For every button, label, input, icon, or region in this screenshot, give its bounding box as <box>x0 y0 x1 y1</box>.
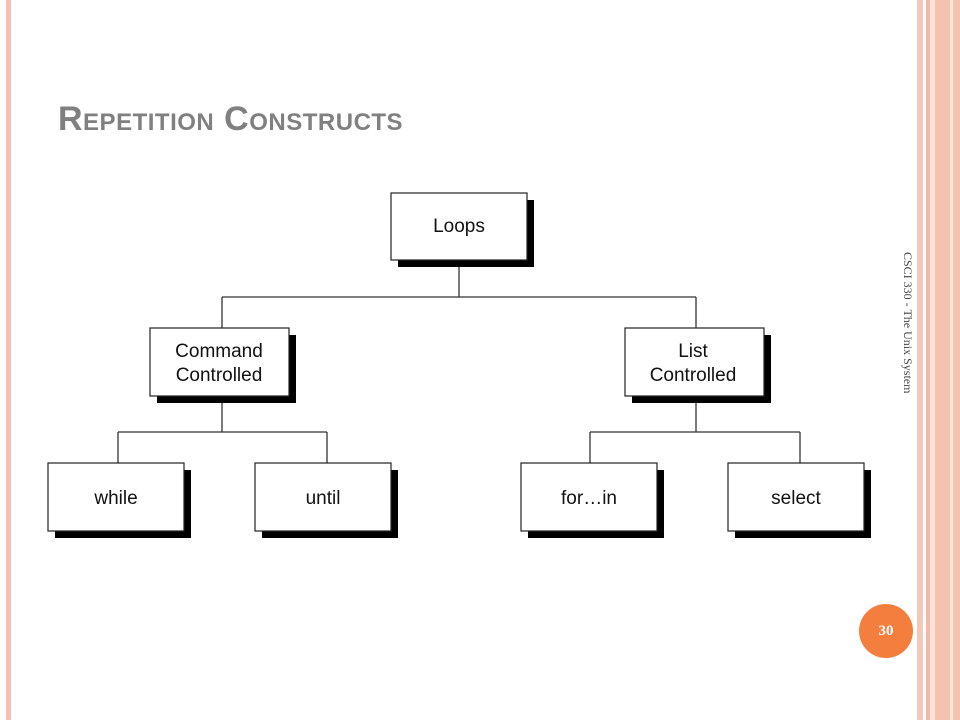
node-select: select <box>727 462 871 538</box>
page-number: 30 <box>878 622 894 639</box>
right-stripe <box>917 0 923 720</box>
slide-title: Repetition Constructs <box>58 100 404 138</box>
course-caption: CSCI 330 - The Unix System <box>901 252 915 394</box>
node-command-controlled: Command Controlled <box>149 327 296 403</box>
connectors <box>117 259 801 464</box>
node-loops-label: Loops <box>433 216 485 237</box>
node-until-label: until <box>306 488 341 509</box>
node-while-label: while <box>93 488 137 509</box>
right-stripe <box>950 0 953 720</box>
node-until: until <box>254 462 398 538</box>
node-list-label-line1: List <box>678 341 708 362</box>
right-stripe <box>930 0 935 720</box>
right-stripe <box>923 0 926 720</box>
right-stripe <box>935 0 960 720</box>
node-for-in: for…in <box>520 462 664 538</box>
node-select-label: select <box>771 488 821 509</box>
page-number-badge: 30 <box>859 604 913 658</box>
node-for-in-label: for…in <box>561 488 617 509</box>
node-while: while <box>47 462 191 538</box>
node-command-label-line1: Command <box>175 341 263 362</box>
right-stripe <box>926 0 930 720</box>
node-command-label-line2: Controlled <box>176 365 263 386</box>
left-border <box>6 0 11 720</box>
node-loops: Loops <box>390 192 534 267</box>
node-list-controlled: List Controlled <box>624 327 771 403</box>
node-list-label-line2: Controlled <box>650 365 737 386</box>
